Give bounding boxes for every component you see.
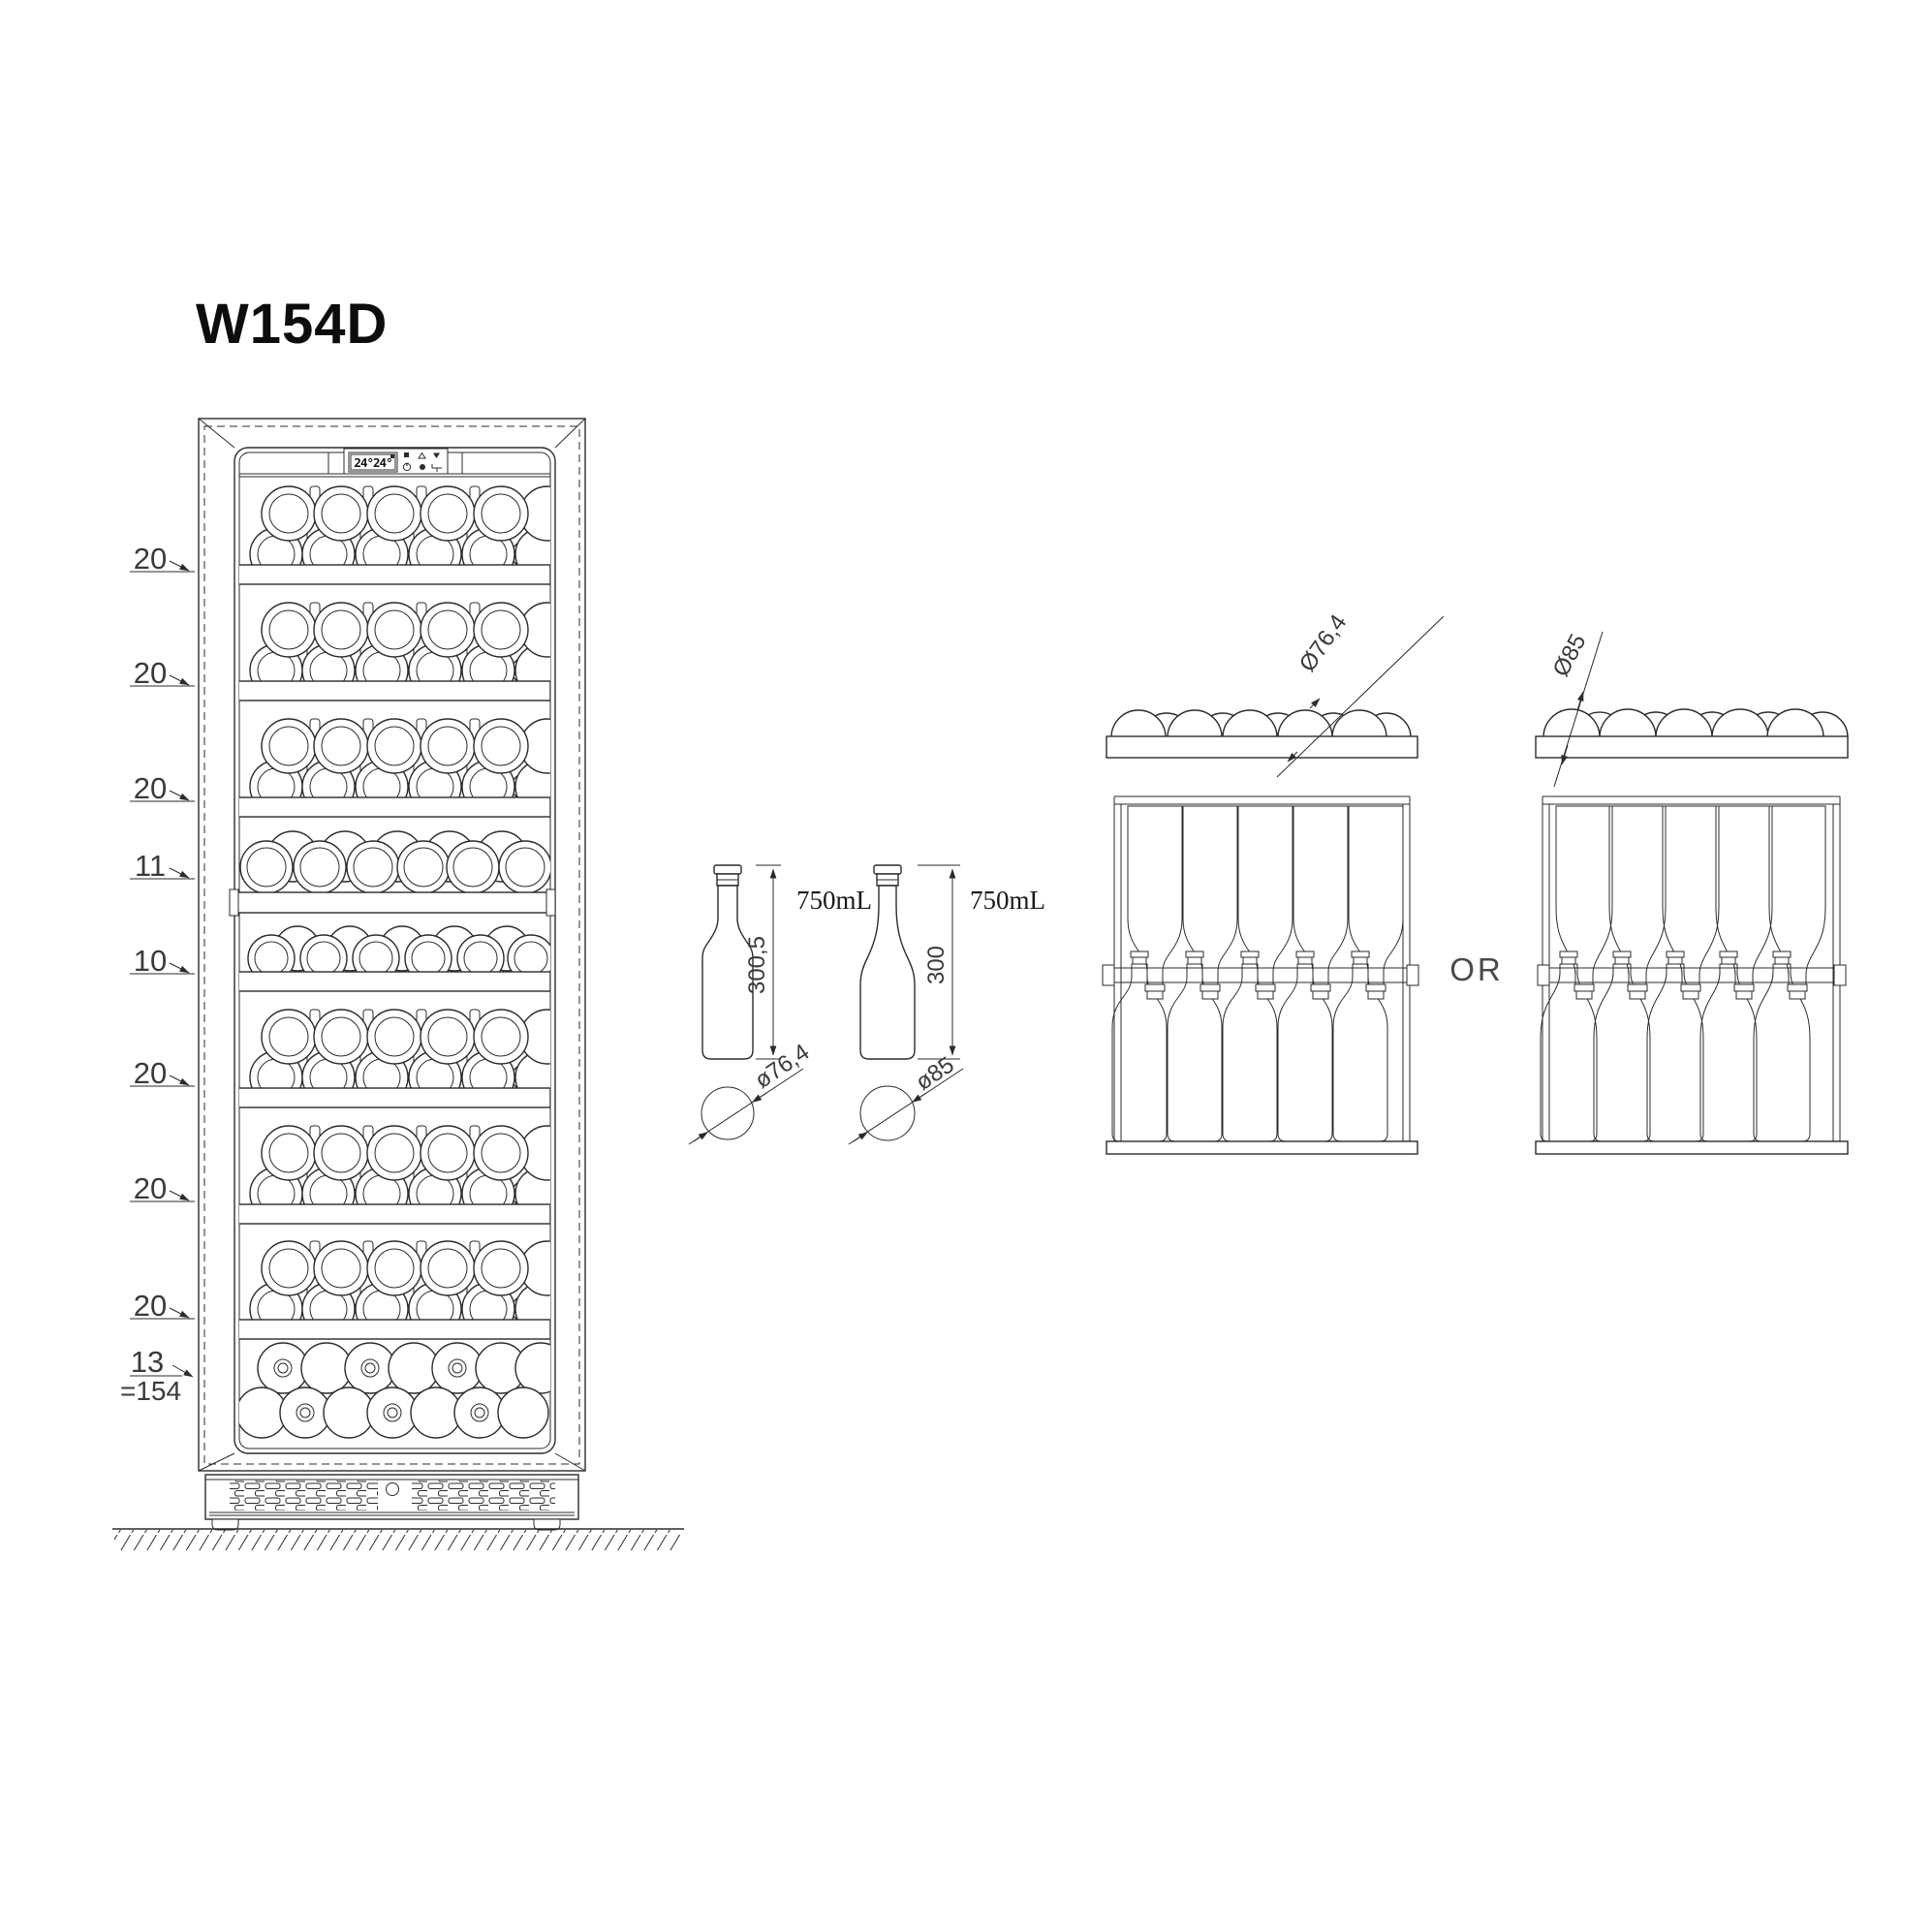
burgundy-bottle-outline	[859, 885, 916, 1060]
bordeaux-diameter-label: ø76,4	[750, 1039, 814, 1094]
row-count-label: 11	[135, 849, 166, 883]
rack-a-diameter-label: Ø76,4	[1294, 609, 1353, 676]
burgundy-bottle-spec: 750mL 300 ø85	[848, 864, 1045, 1145]
row-count-label: 10	[134, 944, 167, 978]
rack-b-front-view	[1535, 795, 1849, 1155]
bottle-cap	[713, 864, 742, 875]
temp-down-icon	[433, 452, 440, 458]
callout-row-8: 20	[130, 1289, 195, 1323]
capacity-callouts: 20 20 20 11 10 20 20	[120, 542, 195, 1406]
bordeaux-bottle-spec: 750mL 300,5 ø76,4	[688, 864, 872, 1145]
rack-b-diameter-label: Ø85	[1547, 630, 1591, 681]
rack-a-base-board	[1106, 1140, 1418, 1155]
cabinet-interior	[239, 485, 550, 1439]
vent-grille-left	[230, 1480, 378, 1511]
row-count-label: 20	[134, 542, 167, 576]
row-count-label: 20	[134, 1171, 167, 1205]
shelf-row-4	[239, 830, 550, 894]
control-panel: 24°24°	[239, 448, 550, 478]
rack-b-support-rail	[1542, 967, 1842, 983]
plinth-panel	[204, 1474, 579, 1520]
burgundy-diameter-label: ø85	[911, 1051, 958, 1096]
rack-option-burgundy: Ø85	[1535, 630, 1849, 1155]
model-title: W154D	[196, 293, 388, 356]
rack-a-shelf-board	[1106, 735, 1418, 759]
bordeaux-volume-label: 750mL	[796, 886, 872, 915]
shelf-row-5	[239, 925, 550, 992]
shelf-row-3	[239, 718, 550, 818]
bordeaux-diameter-circle	[701, 1086, 755, 1140]
zone-divider	[229, 888, 556, 917]
plinth	[204, 1474, 579, 1531]
door-frame-outer	[234, 447, 556, 1454]
cabinet-outer-frame	[198, 418, 586, 1472]
defrost-icon	[431, 464, 442, 472]
burgundy-diameter-circle	[859, 1085, 916, 1141]
screw-hole	[386, 1482, 399, 1496]
power-icon	[402, 462, 412, 472]
bordeaux-height-label: 300,5	[744, 936, 770, 994]
light-icon	[420, 464, 425, 470]
callout-row-9: 13 =154	[120, 1345, 194, 1406]
mode-icon	[404, 452, 409, 457]
row-count-label: 20	[134, 771, 167, 805]
cabinet-seal-dashed-line	[203, 425, 580, 1465]
rack-a-top-view	[1106, 709, 1418, 759]
ground-line	[112, 1528, 684, 1550]
rack-a-dimension-line	[1276, 615, 1445, 778]
shelf-row-2	[239, 602, 550, 701]
total-capacity-label: =154	[120, 1376, 181, 1406]
rack-option-bordeaux: Ø76,4	[1102, 609, 1445, 1155]
bottom-bulk-row	[239, 1342, 550, 1439]
burgundy-volume-label: 750mL	[970, 886, 1045, 915]
temperature-readout: 24°24°	[354, 455, 391, 470]
burgundy-height-label: 300	[923, 946, 950, 984]
bottle-cap	[873, 864, 902, 875]
or-separator-label: OR	[1449, 951, 1504, 987]
row-count-label: 20	[134, 1289, 167, 1323]
temp-up-icon	[418, 452, 426, 459]
callout-row-3: 20	[130, 771, 195, 805]
shelf-row-6	[239, 1009, 550, 1108]
callout-row-7: 20	[130, 1171, 195, 1205]
display-dot-icon	[390, 454, 394, 458]
row-count-label: 20	[134, 1056, 167, 1090]
shelf-row-1	[239, 485, 550, 585]
callout-row-1: 20	[130, 542, 195, 576]
callout-row-2: 20	[130, 656, 195, 690]
row-count-label: 20	[134, 656, 167, 690]
callout-row-4: 11	[130, 849, 195, 883]
rack-b-shelf-board	[1535, 735, 1849, 759]
rack-b-base-board	[1535, 1140, 1849, 1155]
bordeaux-bottle-outline	[701, 885, 754, 1060]
shelf-row-7	[239, 1125, 550, 1225]
shelf-row-8	[239, 1240, 550, 1340]
callout-row-5: 10	[130, 944, 195, 978]
rack-b-top-view	[1535, 708, 1849, 759]
row-count-label: 13	[131, 1345, 164, 1379]
vent-grille-right	[412, 1480, 555, 1511]
callout-row-6: 20	[130, 1056, 195, 1090]
cabinet-front-view: 24°24°	[112, 418, 684, 1550]
rack-a-front-view	[1102, 795, 1419, 1155]
